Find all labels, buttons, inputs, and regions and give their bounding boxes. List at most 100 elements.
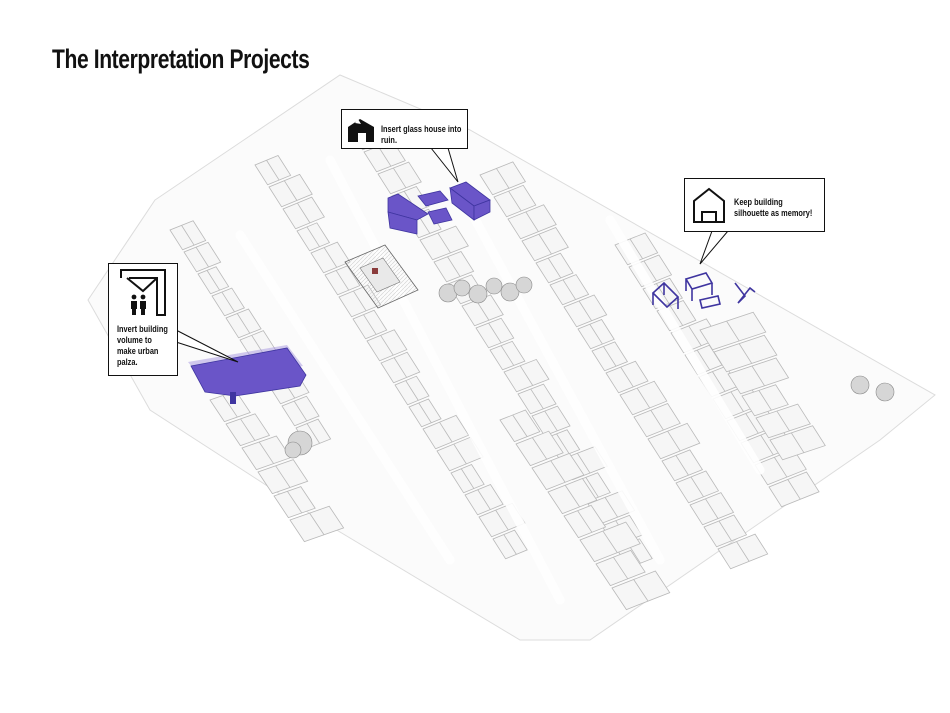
roof-ridge <box>613 556 629 580</box>
roof-ridge <box>287 491 303 514</box>
roof-ridge <box>447 256 461 277</box>
roof-ridge <box>453 443 467 465</box>
ruin-courtyard <box>344 244 419 309</box>
roof-ridge <box>745 413 759 434</box>
house-outline-icon <box>693 187 725 223</box>
callout-invert-volume: Invert building volume to make urban pal… <box>108 263 178 376</box>
roof-ridge <box>266 160 280 181</box>
roof-ridge <box>577 453 591 474</box>
roof-ridge <box>760 434 774 456</box>
roof-ridge <box>696 349 711 371</box>
roof-ridge <box>380 335 394 356</box>
roof-ridge <box>532 437 548 460</box>
inverted-house-people-icon <box>120 269 166 316</box>
roof-ridge <box>530 388 544 410</box>
callout-silhouette: Keep building silhouette as memory! <box>684 178 825 232</box>
roof-ridge <box>519 365 534 386</box>
roof-ridge <box>556 433 570 454</box>
roof-ridge <box>730 391 744 412</box>
roof-ridge <box>585 477 599 498</box>
roof-ridge <box>550 460 566 483</box>
roof-ridge <box>650 410 664 431</box>
roof-ridge <box>667 430 681 452</box>
roof-ridge <box>293 400 308 422</box>
roof-ridge <box>195 246 209 268</box>
roof-ridge <box>460 468 475 489</box>
roof-ridge <box>774 457 788 478</box>
ruin-house-icon <box>348 119 374 142</box>
roof-ridge <box>512 414 528 437</box>
roof-ridge <box>718 520 732 542</box>
callout-invert-volume-text: Invert building volume to make urban pal… <box>117 324 168 367</box>
callout-glass-house-text: Insert glass house into ruin. <box>381 124 462 145</box>
callout-silhouette-text: Keep building silhouette as memory! <box>734 197 813 218</box>
roof-ridge <box>589 324 603 345</box>
roof-ridge <box>393 167 407 189</box>
roof-ridge <box>353 290 367 312</box>
roof-ridge <box>439 421 453 443</box>
tree-clusters <box>284 276 895 459</box>
roof-ridge <box>335 270 350 291</box>
roof-ridge <box>418 402 432 424</box>
roof-ridge <box>437 232 451 254</box>
roof-ridge <box>578 300 592 321</box>
roof-ridge <box>577 510 593 533</box>
roof-ridge <box>564 485 580 508</box>
roof-ridge <box>181 225 195 246</box>
roof-ridge <box>306 226 320 247</box>
roof-ridge <box>393 357 408 378</box>
roof-ridge <box>629 238 643 259</box>
roof-ridge <box>758 390 772 411</box>
roof-ridge <box>236 313 251 334</box>
roof-ridge <box>620 366 634 388</box>
roof-ridge <box>500 345 515 366</box>
roof-ridge <box>306 423 320 444</box>
callout-glass-house: Insert glass house into ruin. <box>341 109 468 149</box>
roof-ridge <box>477 489 491 510</box>
roof-ridge <box>705 498 719 519</box>
roof-ridge <box>275 465 291 488</box>
roof-ridge <box>790 432 805 453</box>
roof-ridge <box>562 279 576 300</box>
roof-ridge <box>544 410 558 432</box>
project-inverted-volume <box>188 345 307 404</box>
roof-ridge <box>712 371 726 392</box>
roof-ridge <box>206 270 220 291</box>
callout-pointers <box>175 147 730 363</box>
project-glass-house <box>387 181 491 235</box>
roof-ridge <box>669 305 684 326</box>
roof-ridge <box>675 455 689 476</box>
roof-ridge <box>690 476 704 498</box>
roof-ridge <box>602 530 618 553</box>
roof-ridge <box>603 346 617 367</box>
roof-ridge <box>736 541 750 562</box>
roof-ridge <box>405 380 419 401</box>
roof-ridge <box>503 534 517 555</box>
roof-ridge <box>309 512 325 535</box>
roof-ridge <box>604 497 618 518</box>
roof-ridge <box>378 146 392 167</box>
building-blocks <box>169 119 826 611</box>
roof-ridge <box>633 579 649 602</box>
project-silhouette-frames <box>651 272 756 309</box>
roof-ridge <box>776 410 790 432</box>
roof-ridge <box>738 343 753 364</box>
roof-ridge <box>688 325 702 346</box>
streets <box>235 155 765 605</box>
roof-ridge <box>221 291 235 313</box>
roof-ridge <box>726 320 740 342</box>
roof-ridge <box>323 247 338 268</box>
roof-ridge <box>297 202 311 224</box>
roof-ridge <box>258 441 274 464</box>
roof-ridge <box>283 180 298 201</box>
page-title: The Interpretation Projects <box>52 44 310 74</box>
roof-ridge <box>636 387 651 409</box>
roof-ridge <box>363 314 377 335</box>
roof-ridge <box>751 365 765 387</box>
roof-ridge <box>538 234 552 255</box>
roof-ridge <box>787 479 801 500</box>
roof-ridge <box>488 322 502 344</box>
roof-ridge <box>222 395 238 418</box>
roof-ridge <box>495 509 509 531</box>
